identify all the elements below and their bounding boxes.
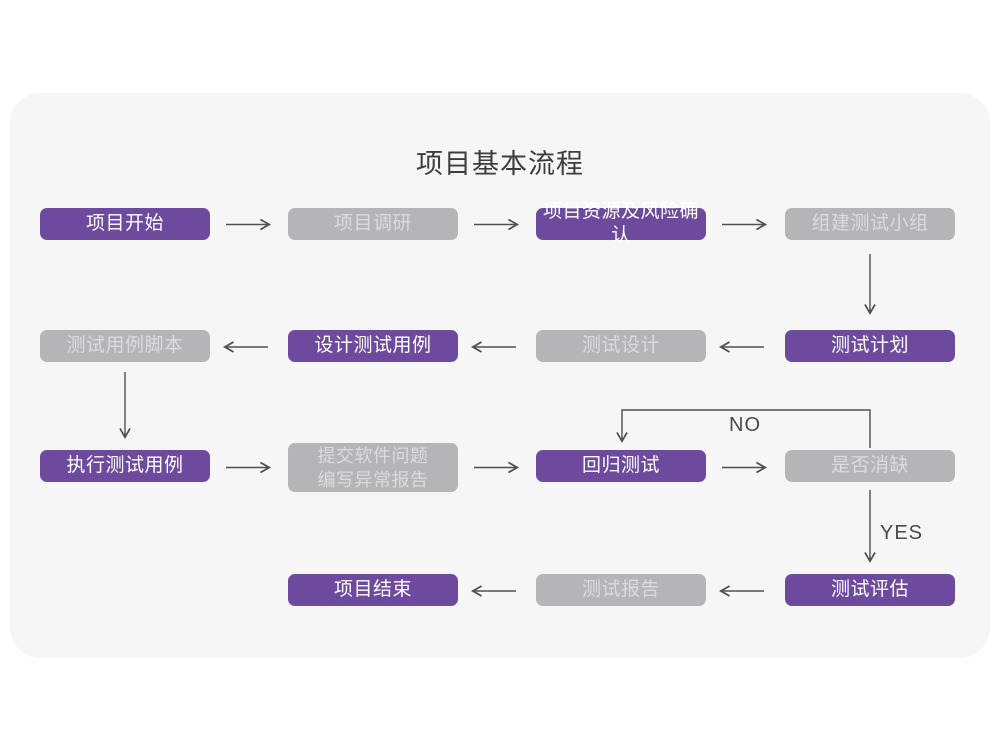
- node-defect-resolved: 是否消缺: [785, 450, 955, 482]
- node-execute-test-cases: 执行测试用例: [40, 450, 210, 482]
- node-form-test-team: 组建测试小组: [785, 208, 955, 240]
- page-title: 项目基本流程: [416, 149, 584, 179]
- node-test-design: 测试设计: [536, 330, 706, 362]
- node-project-end: 项目结束: [288, 574, 458, 606]
- flowchart-card: [10, 93, 990, 658]
- branch-label-yes: YES: [880, 522, 924, 544]
- node-test-report: 测试报告: [536, 574, 706, 606]
- node-project-start: 项目开始: [40, 208, 210, 240]
- node-test-evaluation: 测试评估: [785, 574, 955, 606]
- branch-label-no: NO: [729, 414, 761, 436]
- node-project-research: 项目调研: [288, 208, 458, 240]
- node-test-case-script: 测试用例脚本: [40, 330, 210, 362]
- node-submit-issue-report: 提交软件问题 编写异常报告: [288, 443, 458, 492]
- node-regression-test: 回归测试: [536, 450, 706, 482]
- node-resources-risk: 项目资源及风险确认: [536, 201, 706, 246]
- node-design-test-cases: 设计测试用例: [288, 330, 458, 362]
- node-test-plan: 测试计划: [785, 330, 955, 362]
